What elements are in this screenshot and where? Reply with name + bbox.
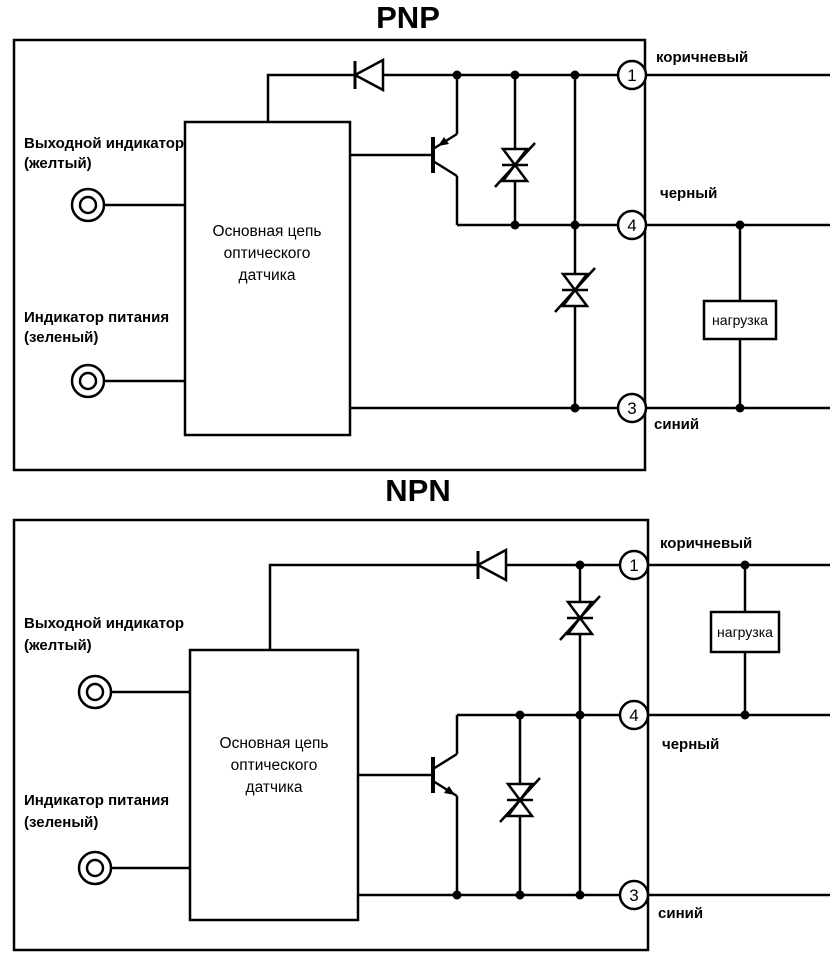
terminal-number: 4 xyxy=(627,216,636,235)
surge-absorber-icon xyxy=(554,267,596,313)
pnp-diagram: PNP xyxy=(12,0,830,472)
main-circuit-label: Основная цепь xyxy=(220,735,329,752)
terminal-1: 1 коричневый xyxy=(618,535,752,581)
power-indicator-label: Индикатор питания xyxy=(24,309,169,326)
load-rect xyxy=(709,610,781,654)
terminal-wire-color: черный xyxy=(662,736,719,753)
junction-dots xyxy=(452,70,745,413)
reverse-polarity-diode-icon xyxy=(352,57,385,93)
led-icon xyxy=(70,363,106,399)
npn-transistor-icon xyxy=(431,752,458,798)
output-indicator-label: Выходной индикатор xyxy=(24,615,184,632)
main-circuit-label: оптического xyxy=(231,757,318,774)
main-circuit-label: Основная цепь xyxy=(213,223,322,240)
main-circuit-box: Основная цепь оптического датчика xyxy=(183,120,352,437)
wires xyxy=(104,73,830,410)
output-indicator: Выходной индикатор (желтый) xyxy=(24,615,184,710)
main-circuit-box: Основная цепь оптического датчика xyxy=(188,648,360,922)
surge-absorber-icon xyxy=(559,595,601,641)
terminal-3: 3 синий xyxy=(618,879,703,922)
load-rect xyxy=(702,299,778,341)
terminal-wire-color: коричневый xyxy=(660,535,752,552)
led-icon xyxy=(77,674,113,710)
terminal-number: 4 xyxy=(629,706,638,725)
terminal-number: 1 xyxy=(627,66,636,85)
load-label: нагрузка xyxy=(717,624,773,640)
led-icon xyxy=(70,187,106,223)
power-indicator-color: (зеленый) xyxy=(24,814,98,831)
load: нагрузка xyxy=(709,610,781,654)
terminal-4: 4 черный xyxy=(618,699,719,753)
power-indicator: Индикатор питания (зеленый) xyxy=(24,792,169,886)
diagram-title: PNP xyxy=(376,0,440,35)
main-circuit-label: оптического xyxy=(224,245,311,262)
main-circuit-rect xyxy=(188,648,360,922)
terminal-wire-color: синий xyxy=(654,416,699,433)
led-icon xyxy=(77,850,113,886)
output-indicator: Выходной индикатор (желтый) xyxy=(24,135,184,223)
load-label: нагрузка xyxy=(712,312,768,328)
output-indicator-label: Выходной индикатор xyxy=(24,135,184,152)
reverse-polarity-diode-icon xyxy=(475,547,508,583)
output-indicator-color: (желтый) xyxy=(24,155,92,172)
terminal-1: 1 коричневый xyxy=(616,49,748,91)
terminal-number: 1 xyxy=(629,556,638,575)
surge-absorber-icon xyxy=(494,142,536,188)
npn-diagram: NPN xyxy=(12,473,830,952)
terminal-3: 3 синий xyxy=(616,392,699,433)
terminal-wire-color: синий xyxy=(658,905,703,922)
main-circuit-rect xyxy=(183,120,352,437)
main-circuit-label: датчика xyxy=(246,779,303,796)
pnp-transistor-icon xyxy=(431,132,458,178)
load: нагрузка xyxy=(702,299,778,341)
terminal-wire-color: коричневый xyxy=(656,49,748,66)
main-circuit-label: датчика xyxy=(239,267,296,284)
diagram-title: NPN xyxy=(385,473,450,508)
power-indicator: Индикатор питания (зеленый) xyxy=(24,309,169,399)
terminal-number: 3 xyxy=(629,886,638,905)
output-indicator-color: (желтый) xyxy=(24,637,92,654)
power-indicator-label: Индикатор питания xyxy=(24,792,169,809)
surge-absorber-icon xyxy=(499,777,541,823)
terminal-4: 4 черный xyxy=(616,185,717,241)
power-indicator-color: (зеленый) xyxy=(24,329,98,346)
junction-dots xyxy=(452,560,750,900)
terminal-wire-color: черный xyxy=(660,185,717,202)
terminal-number: 3 xyxy=(627,399,636,418)
